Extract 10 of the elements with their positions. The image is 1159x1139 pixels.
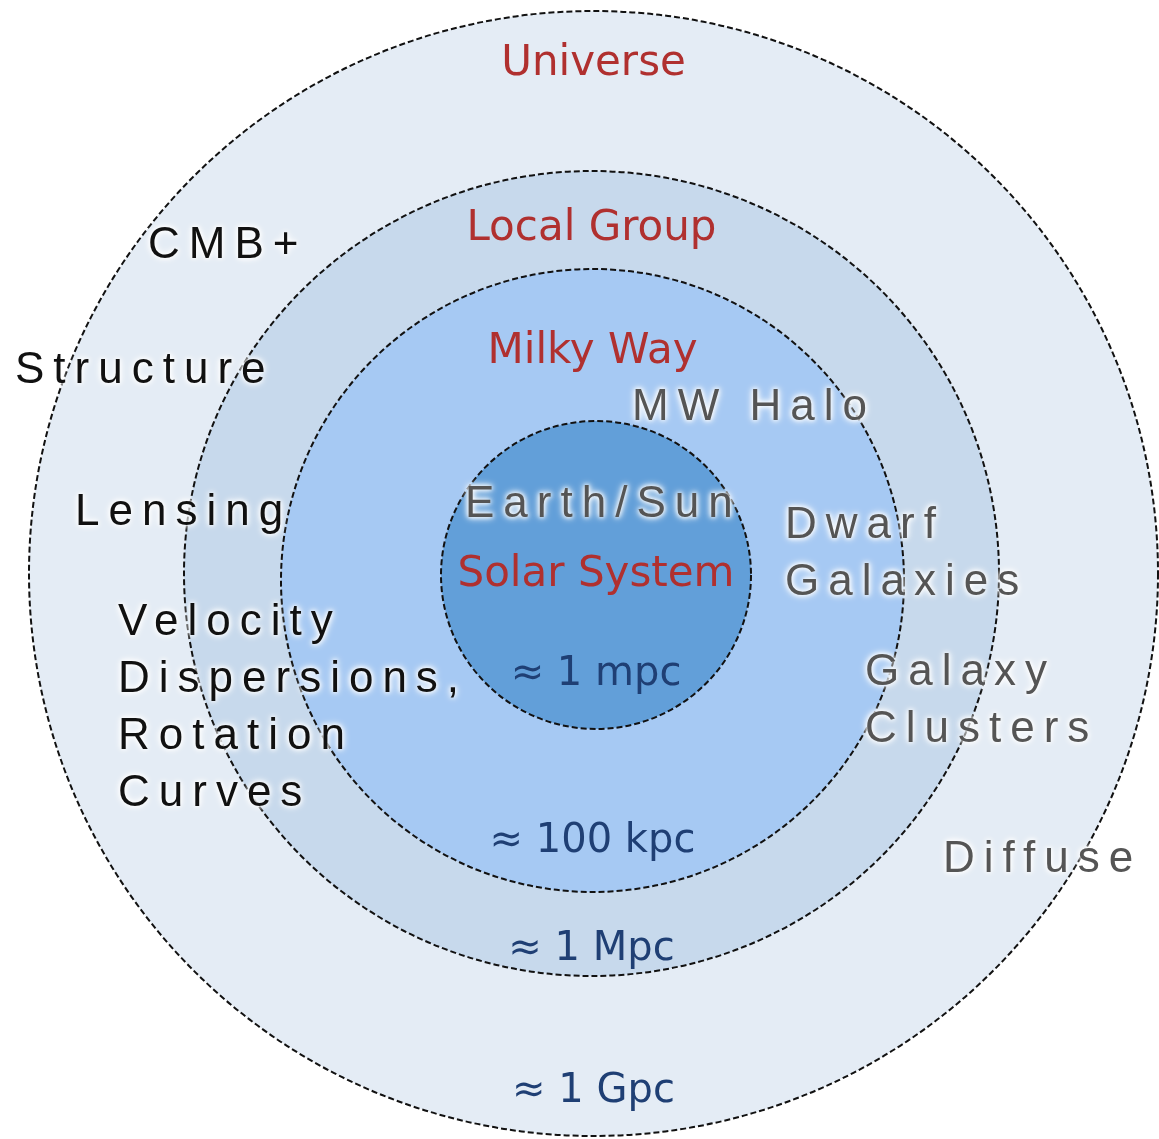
region-title: Local Group: [466, 205, 717, 247]
measurement-label: Diffuse: [943, 831, 1143, 883]
measurement-label: Velocity Dispersions, Rotation Curves: [118, 594, 470, 817]
region-title: Milky Way: [487, 328, 698, 370]
measurement-label: CMB+: [148, 217, 308, 269]
measurement-label: Lensing: [75, 484, 293, 536]
region-title: Universe: [501, 40, 686, 82]
measurement-label: Earth/Sun: [465, 476, 742, 528]
measurement-label: MW Halo: [632, 379, 876, 431]
region-title: Solar System: [457, 551, 735, 593]
